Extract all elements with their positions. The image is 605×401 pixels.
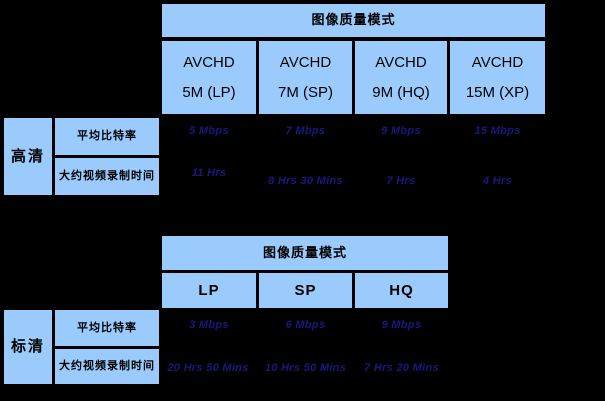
- hd-column-header-2: AVCHD 7M (SP): [257, 39, 354, 116]
- hd-bitrate-value-1: 5 Mbps: [189, 125, 229, 137]
- hd-column-header-1: AVCHD 5M (LP): [160, 39, 258, 116]
- sd-column-header-3: HQ: [353, 271, 450, 310]
- sd-column-header-1: LP: [160, 271, 258, 310]
- hd-col2-line1: AVCHD: [279, 53, 332, 71]
- hd-col3-line2: 9M (HQ): [372, 84, 430, 102]
- hd-side-label: 高清: [2, 116, 54, 197]
- sd-recordtime-value-2: 10 Hrs 50 Mins: [264, 362, 347, 374]
- sd-bitrate-value-2: 6 Mbps: [285, 319, 326, 331]
- sd-side-label: 标清: [2, 308, 54, 386]
- sd-row-label-bitrate: 平均比特率: [53, 308, 161, 348]
- sd-recordtime-value-1: 20 Hrs 50 Mins: [167, 362, 249, 374]
- sd-quality-mode-header: 图像质量模式: [160, 234, 450, 272]
- hd-recordtime-value-2: 8 Hrs 30 Mins: [268, 175, 343, 187]
- hd-col4-line1: AVCHD: [471, 53, 524, 71]
- hd-recordtime-value-1: 11 Hrs: [191, 167, 227, 179]
- hd-recordtime-value-4: 4 Hrs: [482, 175, 513, 187]
- hd-row-label-bitrate: 平均比特率: [53, 116, 161, 157]
- hd-column-header-3: AVCHD 9M (HQ): [353, 39, 449, 116]
- hd-col4-line2: 15M (XP): [465, 84, 530, 102]
- sd-row-label-recordtime: 大约视频录制时间: [53, 347, 161, 386]
- hd-row-label-recordtime: 大约视频录制时间: [53, 156, 161, 197]
- hd-col2-line2: 7M (SP): [277, 84, 333, 102]
- hd-bitrate-value-4: 15 Mbps: [474, 125, 521, 137]
- sd-recordtime-value-3: 7 Hrs 20 Mins: [364, 362, 439, 374]
- hd-column-header-4: AVCHD 15M (XP): [448, 39, 547, 116]
- hd-col1-line2: 5M (LP): [182, 84, 236, 102]
- hd-recordtime-value-3: 7 Hrs: [386, 175, 416, 187]
- hd-bitrate-value-2: 7 Mbps: [285, 125, 326, 137]
- sd-bitrate-value-1: 3 Mbps: [189, 319, 229, 331]
- hd-col1-line1: AVCHD: [183, 53, 235, 71]
- hd-col3-line1: AVCHD: [375, 53, 427, 71]
- hd-bitrate-value-3: 9 Mbps: [381, 125, 421, 137]
- hd-quality-mode-header: 图像质量模式: [160, 2, 547, 39]
- sd-column-header-2: SP: [257, 271, 354, 310]
- sd-bitrate-value-3: 9 Mbps: [381, 319, 422, 331]
